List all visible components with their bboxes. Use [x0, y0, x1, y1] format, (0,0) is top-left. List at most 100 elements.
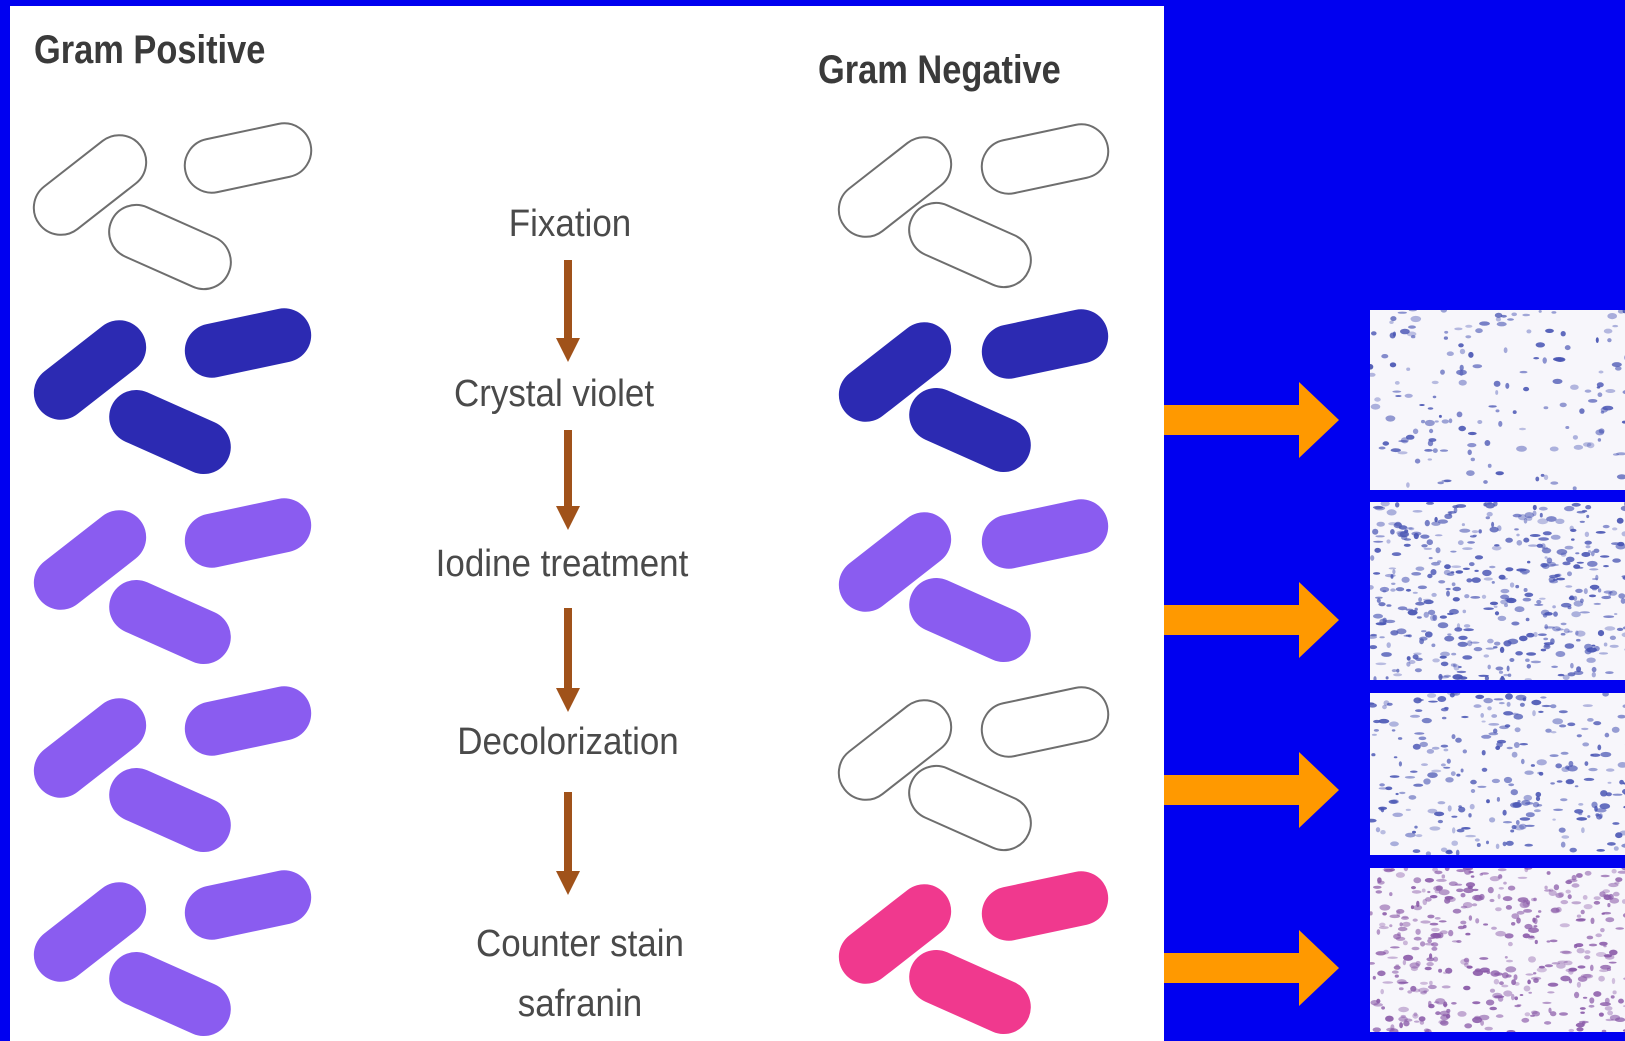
micrograph-speck: [1407, 527, 1413, 529]
micrograph-speck: [1584, 955, 1590, 959]
micrograph-speck: [1390, 841, 1399, 846]
micrograph-speck: [1496, 667, 1504, 671]
micrograph-speck: [1531, 700, 1541, 705]
micrograph-speck: [1513, 410, 1517, 414]
micrograph-speck: [1458, 807, 1465, 813]
micrograph-speck: [1484, 654, 1490, 657]
micrograph-speck: [1438, 1020, 1446, 1024]
micrograph-speck: [1471, 458, 1475, 462]
micrograph-speck: [1412, 947, 1420, 951]
micrograph-speck: [1621, 506, 1625, 512]
micrograph-speck: [1610, 1015, 1620, 1021]
micrograph-speck: [1497, 525, 1501, 531]
micrograph-speck: [1621, 598, 1625, 604]
micrograph-speck: [1528, 992, 1532, 994]
micrograph-speck: [1609, 950, 1618, 956]
micrograph-speck: [1560, 976, 1570, 982]
micrograph-speck: [1382, 912, 1387, 915]
micrograph-speck: [1526, 812, 1535, 817]
micrograph-speck: [1495, 313, 1503, 318]
micrograph-speck: [1525, 825, 1535, 827]
micrograph-speck: [1451, 771, 1456, 776]
micrograph-speck: [1612, 978, 1615, 984]
micrograph-speck: [1414, 826, 1417, 829]
micrograph-speck: [1524, 593, 1533, 597]
micrograph-speck: [1403, 955, 1413, 961]
micrograph-speck: [1482, 721, 1486, 723]
micrograph-speck: [1521, 759, 1525, 764]
micrograph-speck: [1386, 604, 1391, 607]
micrograph-speck: [1389, 924, 1392, 927]
micrograph-speck: [1413, 784, 1423, 787]
micrograph-speck: [1499, 887, 1504, 890]
micrograph-speck: [1417, 616, 1422, 618]
micrograph-speck: [1415, 459, 1420, 464]
micrograph-speck: [1592, 672, 1596, 677]
micrograph-speck: [1483, 923, 1488, 925]
micrograph-speck: [1533, 357, 1539, 359]
micrograph-speck: [1510, 830, 1514, 833]
micrograph-speck: [1552, 605, 1556, 608]
micrograph-speck: [1541, 649, 1547, 652]
micrograph-speck: [1406, 809, 1411, 811]
micrograph-speck: [1449, 881, 1458, 886]
micrograph-speck: [1418, 699, 1424, 701]
gram-positive-cell-row1-2: [180, 118, 316, 197]
micrograph-speck: [1576, 1027, 1583, 1031]
micrograph-speck: [1413, 919, 1418, 922]
micrograph-speck: [1414, 1021, 1420, 1023]
micrograph-speck: [1505, 383, 1509, 389]
micrograph-speck: [1475, 968, 1481, 972]
micrograph-speck: [1516, 820, 1520, 825]
micrograph-speck: [1390, 316, 1396, 321]
micrograph-speck: [1402, 577, 1410, 583]
micrograph-speck: [1390, 775, 1400, 778]
micrograph-speck: [1447, 759, 1451, 764]
micrograph-speck: [1542, 563, 1550, 569]
micrograph-speck: [1410, 771, 1418, 773]
micrograph-speck: [1621, 575, 1625, 578]
micrograph-speck: [1461, 769, 1464, 773]
micrograph-speck: [1399, 792, 1405, 794]
micrograph-speck: [1442, 419, 1449, 423]
micrograph-speck: [1537, 967, 1547, 972]
micrograph-speck: [1486, 516, 1490, 519]
micrograph-speck: [1475, 838, 1480, 841]
micrograph-speck: [1541, 543, 1546, 548]
micrograph-speck: [1507, 1030, 1516, 1032]
step-decolorization: Decolorization: [402, 714, 733, 770]
micrograph-speck: [1528, 956, 1536, 962]
micrograph-speck: [1434, 1001, 1440, 1003]
micrograph-speck: [1401, 1015, 1407, 1018]
micrograph-speck: [1472, 1001, 1480, 1004]
micrograph-speck: [1503, 711, 1513, 715]
micrograph-speck: [1589, 1005, 1595, 1008]
micrograph-speck: [1371, 1000, 1379, 1005]
micrograph-speck: [1461, 716, 1469, 718]
micrograph-speck: [1496, 844, 1500, 849]
micrograph-speck: [1407, 332, 1417, 337]
micrograph-speck: [1441, 745, 1448, 748]
micrograph-speck: [1589, 568, 1598, 570]
micrograph-speck: [1538, 537, 1549, 541]
micrograph-speck: [1524, 588, 1528, 592]
micrograph-speck: [1561, 835, 1569, 839]
micrograph-speck: [1605, 671, 1614, 674]
micrograph-speck: [1419, 404, 1425, 406]
micrograph-speck: [1618, 871, 1625, 874]
micrograph-speck: [1413, 877, 1421, 883]
micrograph-speck: [1441, 662, 1449, 667]
micrograph-speck: [1433, 448, 1438, 453]
micrograph-speck: [1520, 902, 1530, 908]
micrograph-speck: [1445, 850, 1452, 854]
micrograph-speck: [1536, 796, 1540, 801]
micrograph-speck: [1612, 527, 1617, 530]
micrograph-speck: [1372, 734, 1377, 736]
micrograph-speck: [1550, 564, 1559, 566]
micrograph-speck: [1463, 986, 1470, 991]
micrograph-speck: [1431, 770, 1441, 773]
micrograph-speck: [1596, 952, 1606, 957]
micrograph-speck: [1394, 966, 1401, 970]
micrograph-speck: [1613, 892, 1620, 897]
micrograph-speck: [1575, 785, 1579, 787]
